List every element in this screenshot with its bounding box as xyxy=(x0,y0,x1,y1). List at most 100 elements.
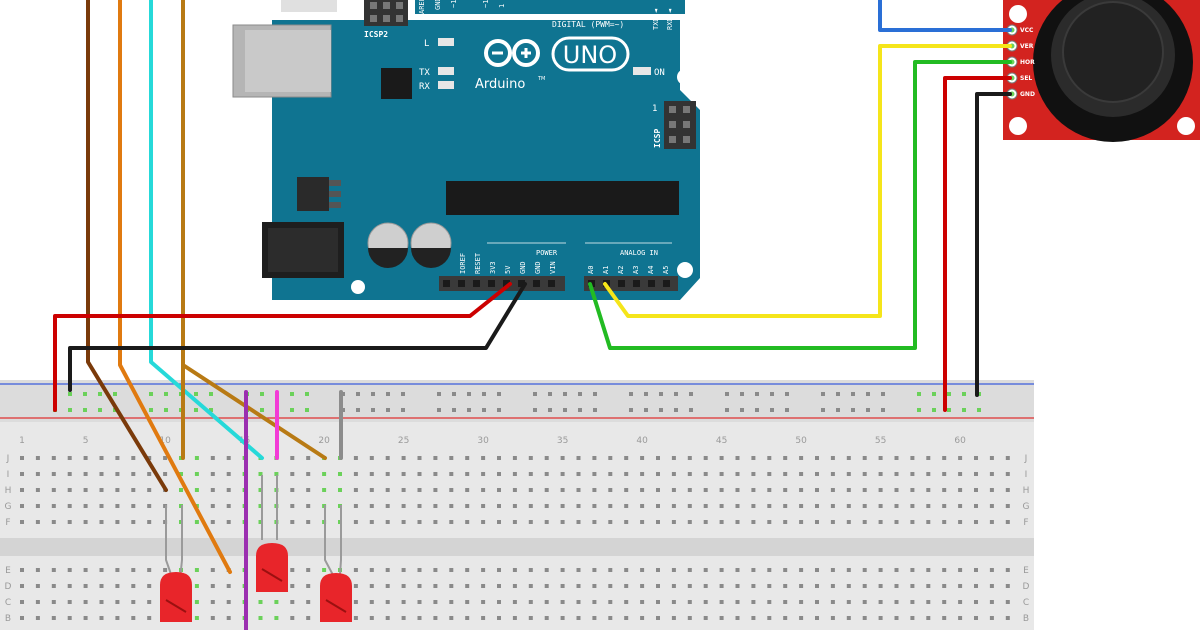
rail-hole xyxy=(659,408,663,412)
wire-red-joystick xyxy=(943,76,1012,412)
grid-hole xyxy=(576,584,581,588)
grid-hole xyxy=(576,472,581,476)
grid-hole xyxy=(210,584,215,588)
grid-hole xyxy=(51,568,56,572)
grid-hole xyxy=(369,520,374,524)
on-led xyxy=(633,67,651,75)
grid-hole xyxy=(369,568,374,572)
header-pin xyxy=(473,280,480,287)
grid-hole xyxy=(592,456,597,460)
rail-hole xyxy=(881,408,885,412)
grid-hole xyxy=(640,584,645,588)
grid-hole xyxy=(544,520,549,524)
rail-hole xyxy=(674,392,678,396)
rail-hole xyxy=(851,392,855,396)
grid-hole xyxy=(560,520,565,524)
mounting-hole xyxy=(1009,5,1027,23)
grid-hole xyxy=(894,472,899,476)
grid-hole xyxy=(115,600,120,604)
grid-hole xyxy=(958,600,963,604)
on-led-label: ON xyxy=(654,68,665,78)
grid-hole xyxy=(20,472,24,476)
grid-hole xyxy=(878,584,883,588)
grid-hole xyxy=(560,488,565,492)
row-letter: D xyxy=(5,582,12,592)
rail-hole xyxy=(629,392,633,396)
grid-hole xyxy=(449,488,454,492)
grid-hole xyxy=(910,488,915,492)
mounting-hole xyxy=(351,280,365,294)
grid-hole xyxy=(815,456,819,460)
grid-hole xyxy=(528,584,533,588)
grid-hole xyxy=(194,600,199,604)
grid-hole xyxy=(20,568,24,572)
header-pin xyxy=(663,280,670,287)
column-number: 35 xyxy=(557,436,568,446)
rail-hole xyxy=(497,392,501,396)
grid-hole xyxy=(815,520,819,524)
grid-hole xyxy=(290,456,295,460)
rail-hole xyxy=(164,408,168,412)
grid-hole xyxy=(942,568,947,572)
grid-hole xyxy=(799,456,804,460)
grid-hole xyxy=(353,568,358,572)
grid-hole xyxy=(385,568,390,572)
rail-hole xyxy=(98,408,102,412)
column-number: 10 xyxy=(159,436,171,446)
grid-hole xyxy=(131,568,136,572)
grid-hole xyxy=(942,600,947,604)
grid-hole xyxy=(767,488,772,492)
row-letter: J xyxy=(6,454,10,464)
grid-hole xyxy=(894,568,899,572)
grid-hole xyxy=(433,456,438,460)
rail-hole xyxy=(563,408,567,412)
grid-hole xyxy=(640,456,645,460)
grid-hole xyxy=(830,600,835,604)
grid-hole xyxy=(799,504,804,508)
rail-hole xyxy=(209,408,213,412)
grid-hole xyxy=(878,568,883,572)
grid-hole xyxy=(560,472,565,476)
grid-hole xyxy=(433,600,438,604)
grid-hole xyxy=(608,488,613,492)
grid-hole xyxy=(163,456,168,460)
grid-hole xyxy=(449,600,454,604)
grid-hole xyxy=(815,472,819,476)
grid-hole xyxy=(687,488,692,492)
grid-hole xyxy=(751,504,756,508)
aref-label: AREF xyxy=(418,0,426,14)
grid-hole xyxy=(210,600,215,604)
grid-hole xyxy=(671,600,676,604)
rail-hole xyxy=(83,392,87,396)
grid-hole xyxy=(687,600,692,604)
grid-hole xyxy=(830,616,835,620)
rail-hole xyxy=(962,392,966,396)
wire-black-gnd xyxy=(68,282,527,392)
grid-hole xyxy=(751,472,756,476)
grid-hole xyxy=(1005,600,1010,604)
grid-hole xyxy=(576,488,581,492)
rail-hole xyxy=(881,392,885,396)
grid-hole xyxy=(671,568,676,572)
grid-hole xyxy=(656,488,660,492)
rxd-label: RXD ◄ xyxy=(666,8,674,30)
mounting-hole xyxy=(677,69,693,85)
grid-hole xyxy=(131,456,136,460)
grid-hole xyxy=(703,600,708,604)
grid-hole xyxy=(815,616,819,620)
arduino-uno-board: RESET ICSP2 AREF GND ~1 ~1 1 TXD ◄ RXD ◄… xyxy=(232,0,700,300)
grid-hole xyxy=(433,520,438,524)
l-led xyxy=(438,38,454,46)
grid-hole xyxy=(830,456,835,460)
row-letter: F xyxy=(5,518,10,528)
grid-hole xyxy=(51,616,56,620)
grid-hole xyxy=(846,504,851,508)
grid-hole xyxy=(751,520,756,524)
grid-hole xyxy=(1005,472,1010,476)
grid-hole xyxy=(751,456,756,460)
breadboard-holes xyxy=(20,392,1010,620)
grid-hole xyxy=(306,600,311,604)
grid-hole xyxy=(910,472,915,476)
grid-hole xyxy=(465,456,470,460)
